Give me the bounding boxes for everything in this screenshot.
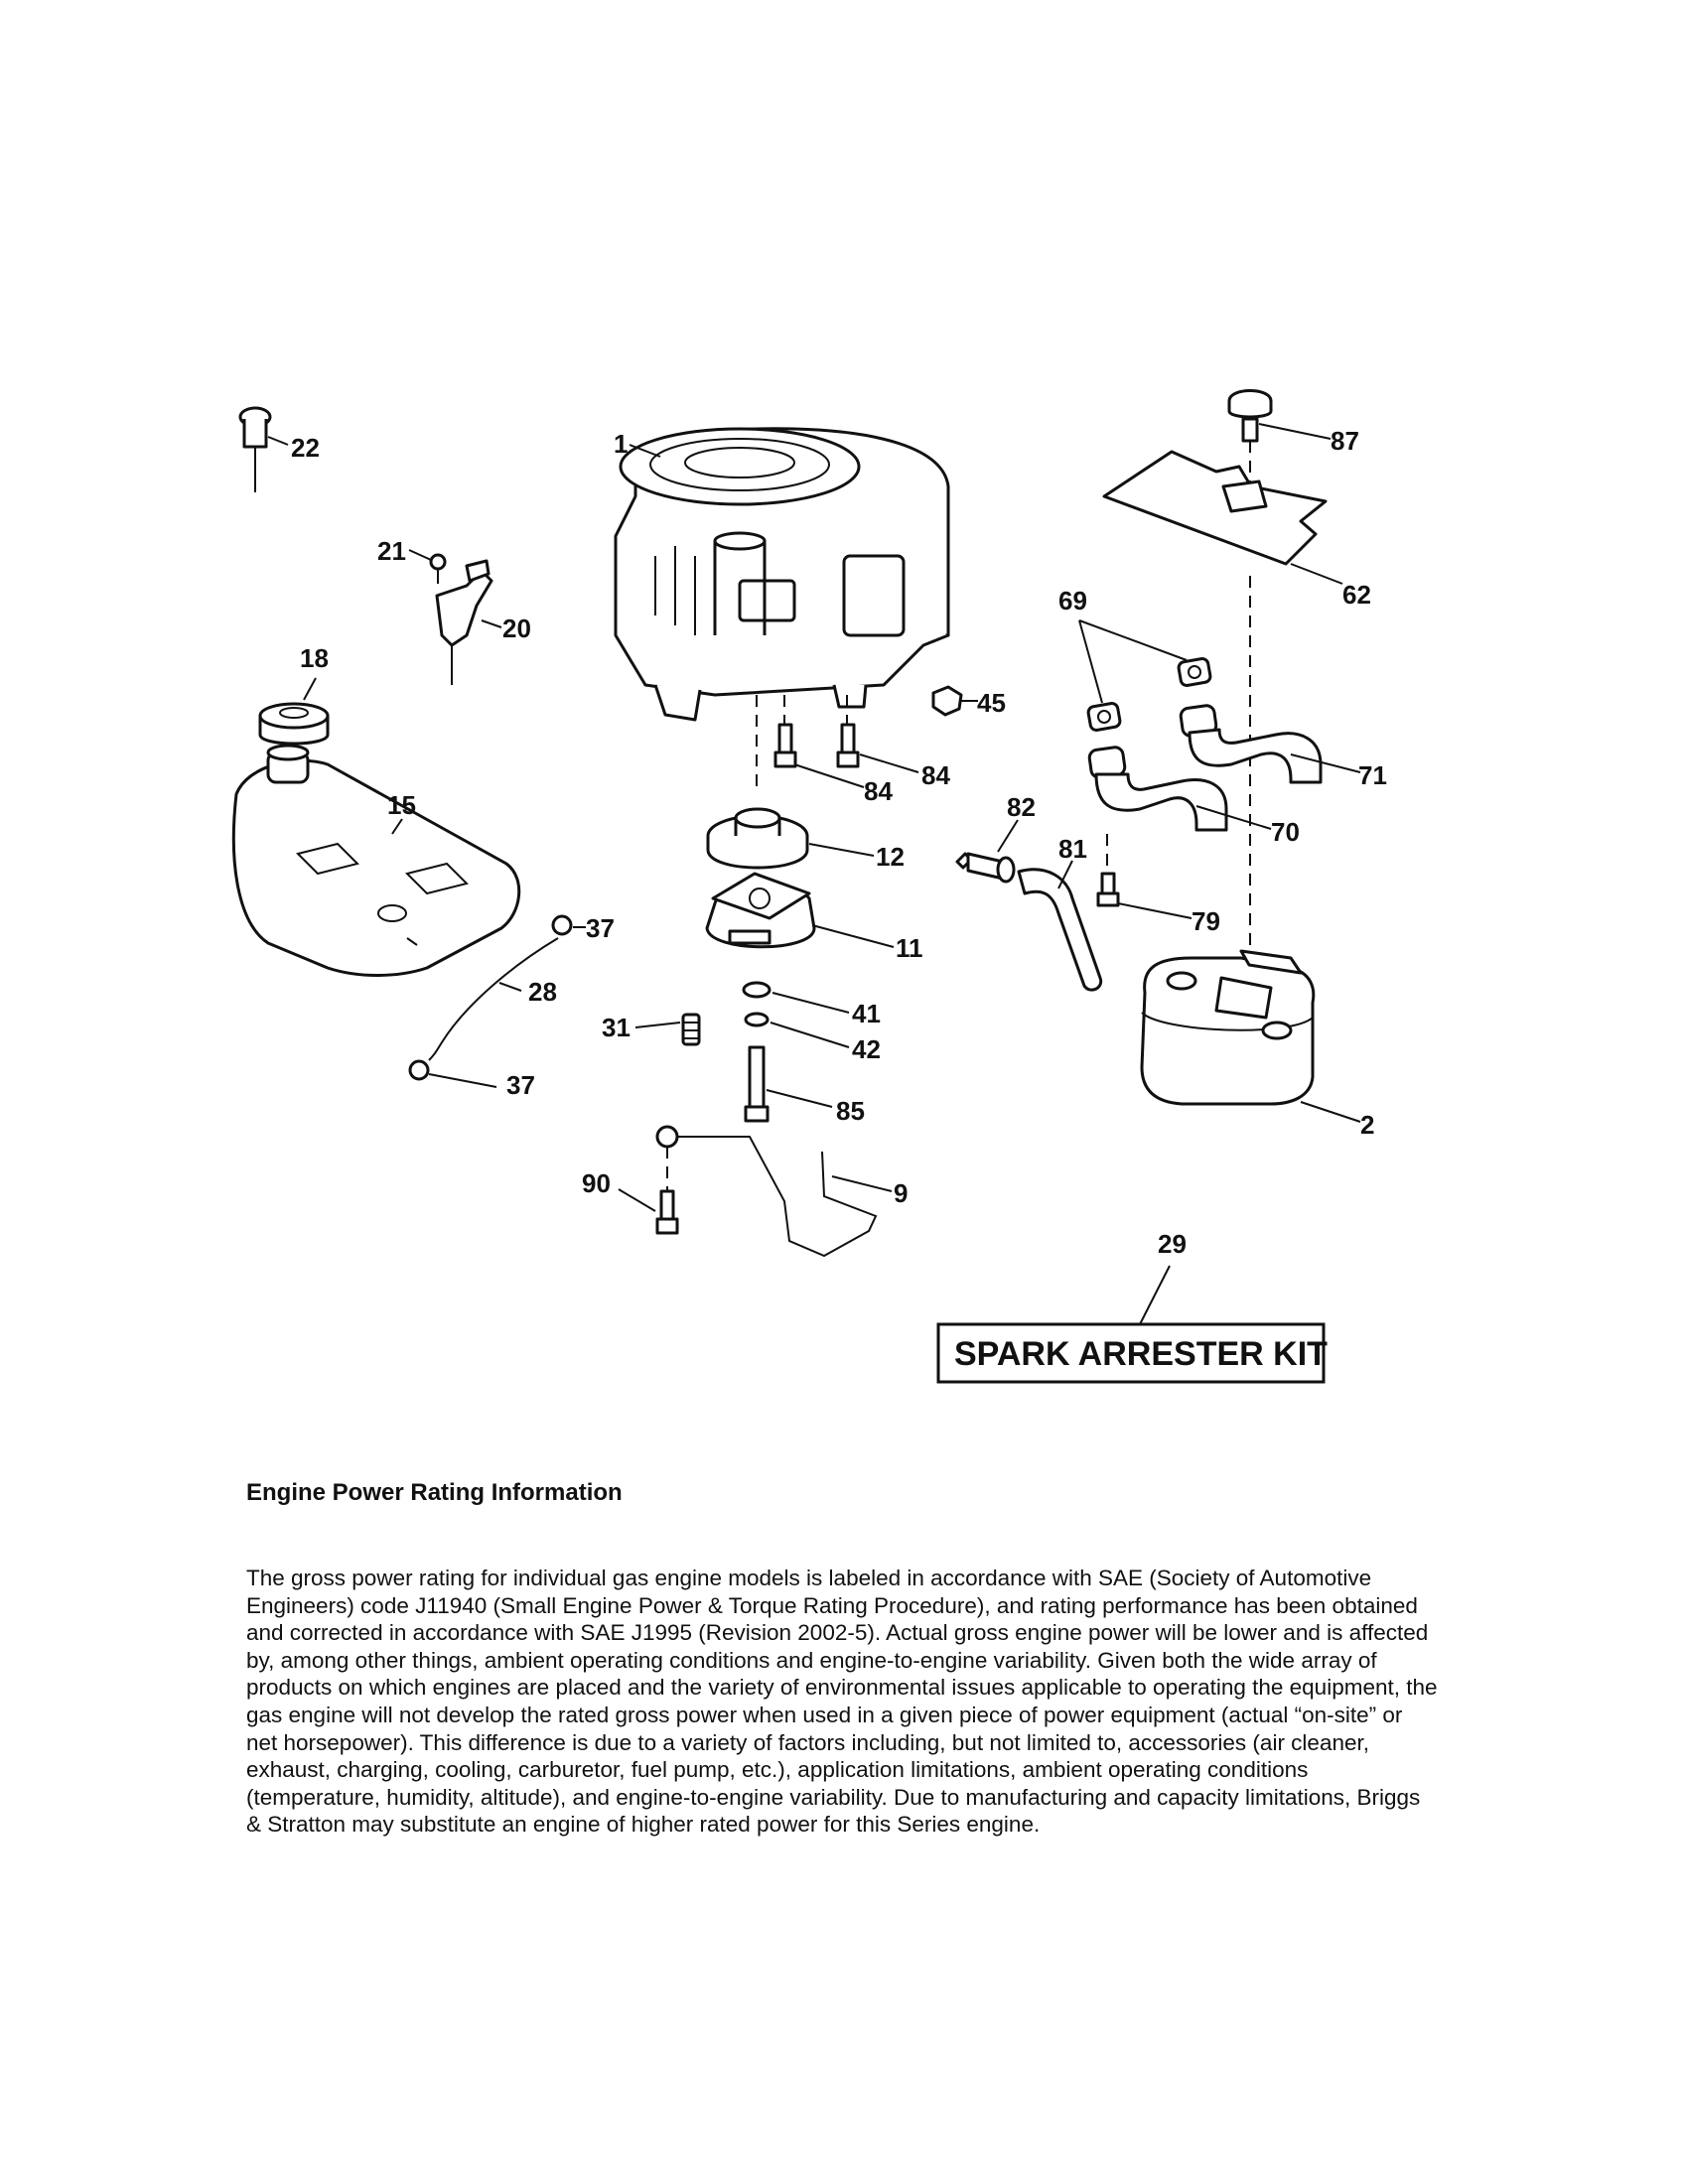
part-87-knob [1227, 389, 1273, 443]
part-2-muffler [1140, 949, 1316, 1106]
callout-62: 62 [1342, 580, 1371, 610]
part-22-dipstick [238, 406, 272, 492]
info-heading: Engine Power Rating Information [246, 1479, 623, 1506]
part-37-clamp-upper [551, 914, 573, 936]
part-15-fuel-tank [231, 744, 521, 977]
callout-85: 85 [836, 1096, 865, 1126]
callout-11: 11 [896, 933, 923, 963]
part-81-hose [1017, 868, 1103, 992]
part-18-fuel-cap [258, 702, 330, 746]
callout-42: 42 [852, 1034, 881, 1064]
part-45-nut [931, 685, 963, 717]
part-37-clamp-lower [408, 1059, 430, 1081]
callout-41: 41 [852, 999, 881, 1028]
callout-9: 9 [894, 1178, 908, 1208]
part-70-exhaust-pipe [1087, 746, 1228, 832]
callout-71: 71 [1358, 760, 1387, 790]
callout-29: 29 [1158, 1229, 1187, 1259]
callout-79: 79 [1192, 906, 1220, 936]
callout-15: 15 [387, 790, 416, 820]
callout-69: 69 [1058, 586, 1087, 615]
callout-31: 31 [602, 1013, 631, 1042]
part-69-gasket-left [1086, 702, 1122, 732]
spark-arrester-kit-box: SPARK ARRESTER KIT [936, 1322, 1328, 1384]
callout-12: 12 [876, 842, 905, 872]
part-62-heat-shield [1102, 450, 1328, 566]
callout-22: 22 [291, 433, 320, 463]
callout-45: 45 [977, 688, 1006, 718]
callout-90: 90 [582, 1168, 611, 1198]
part-85-bolt [744, 1045, 770, 1123]
callout-18: 18 [300, 643, 329, 673]
callout-20: 20 [502, 614, 531, 643]
callout-37-upper: 37 [586, 913, 615, 943]
part-84-bolt-right [836, 723, 860, 768]
callout-84-right: 84 [921, 760, 950, 790]
part-1-engine [614, 427, 950, 722]
callout-70: 70 [1271, 817, 1300, 847]
part-21-screw [429, 553, 447, 584]
callout-21: 21 [377, 536, 406, 566]
part-42-lock-washer [744, 1012, 770, 1027]
part-31-spring [681, 1013, 701, 1046]
part-82-fitting [955, 852, 1016, 884]
spark-arrester-kit-label: SPARK ARRESTER KIT [954, 1335, 1328, 1373]
part-12-pulley [706, 807, 809, 870]
engine-parts-diagram: 22 1 21 20 18 [231, 389, 1387, 1384]
callout-87: 87 [1331, 426, 1359, 456]
part-20-throttle-bracket [435, 559, 493, 685]
callout-28: 28 [528, 977, 557, 1007]
callout-82: 82 [1007, 792, 1036, 822]
part-11-pto-clutch [705, 872, 816, 949]
info-body: The gross power rating for individual ga… [246, 1566, 1438, 1838]
callout-1: 1 [614, 429, 628, 459]
callout-2: 2 [1360, 1110, 1374, 1140]
part-71-exhaust-pipe [1179, 704, 1323, 784]
part-79-bolt [1096, 872, 1120, 907]
part-90-bolt [655, 1189, 679, 1235]
part-9-rod [655, 1125, 878, 1258]
part-69-gasket-right [1177, 657, 1212, 687]
callout-37-lower: 37 [506, 1070, 535, 1100]
callout-84-left: 84 [864, 776, 893, 806]
callout-81: 81 [1058, 834, 1087, 864]
part-84-bolt-left [773, 723, 797, 768]
part-28-fuel-line [428, 937, 559, 1061]
engine-power-rating-info: Engine Power Rating Information The gros… [246, 1479, 1438, 1839]
part-41-washer [742, 981, 772, 999]
